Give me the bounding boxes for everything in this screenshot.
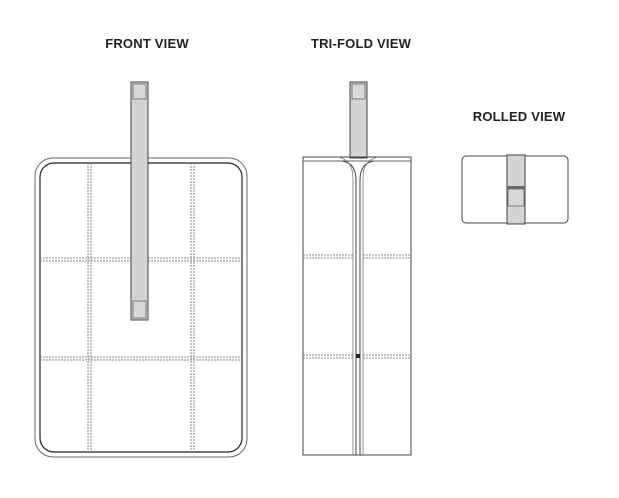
rolled-strap-tab	[507, 188, 525, 207]
front-strap	[130, 81, 149, 321]
trifold-view-title: TRI-FOLD VIEW	[310, 36, 412, 51]
front-view-title: FRONT VIEW	[105, 36, 189, 51]
rolled-view-title: ROLLED VIEW	[472, 109, 566, 124]
front-view	[34, 81, 248, 458]
trifold-strap	[349, 81, 368, 159]
trifold-fold-right	[359, 160, 375, 455]
trifold-body	[302, 156, 412, 456]
trifold-fold-left	[341, 160, 357, 455]
rolled-view	[461, 154, 569, 225]
trifold-stitching	[303, 254, 411, 359]
trifold-view	[302, 81, 412, 456]
